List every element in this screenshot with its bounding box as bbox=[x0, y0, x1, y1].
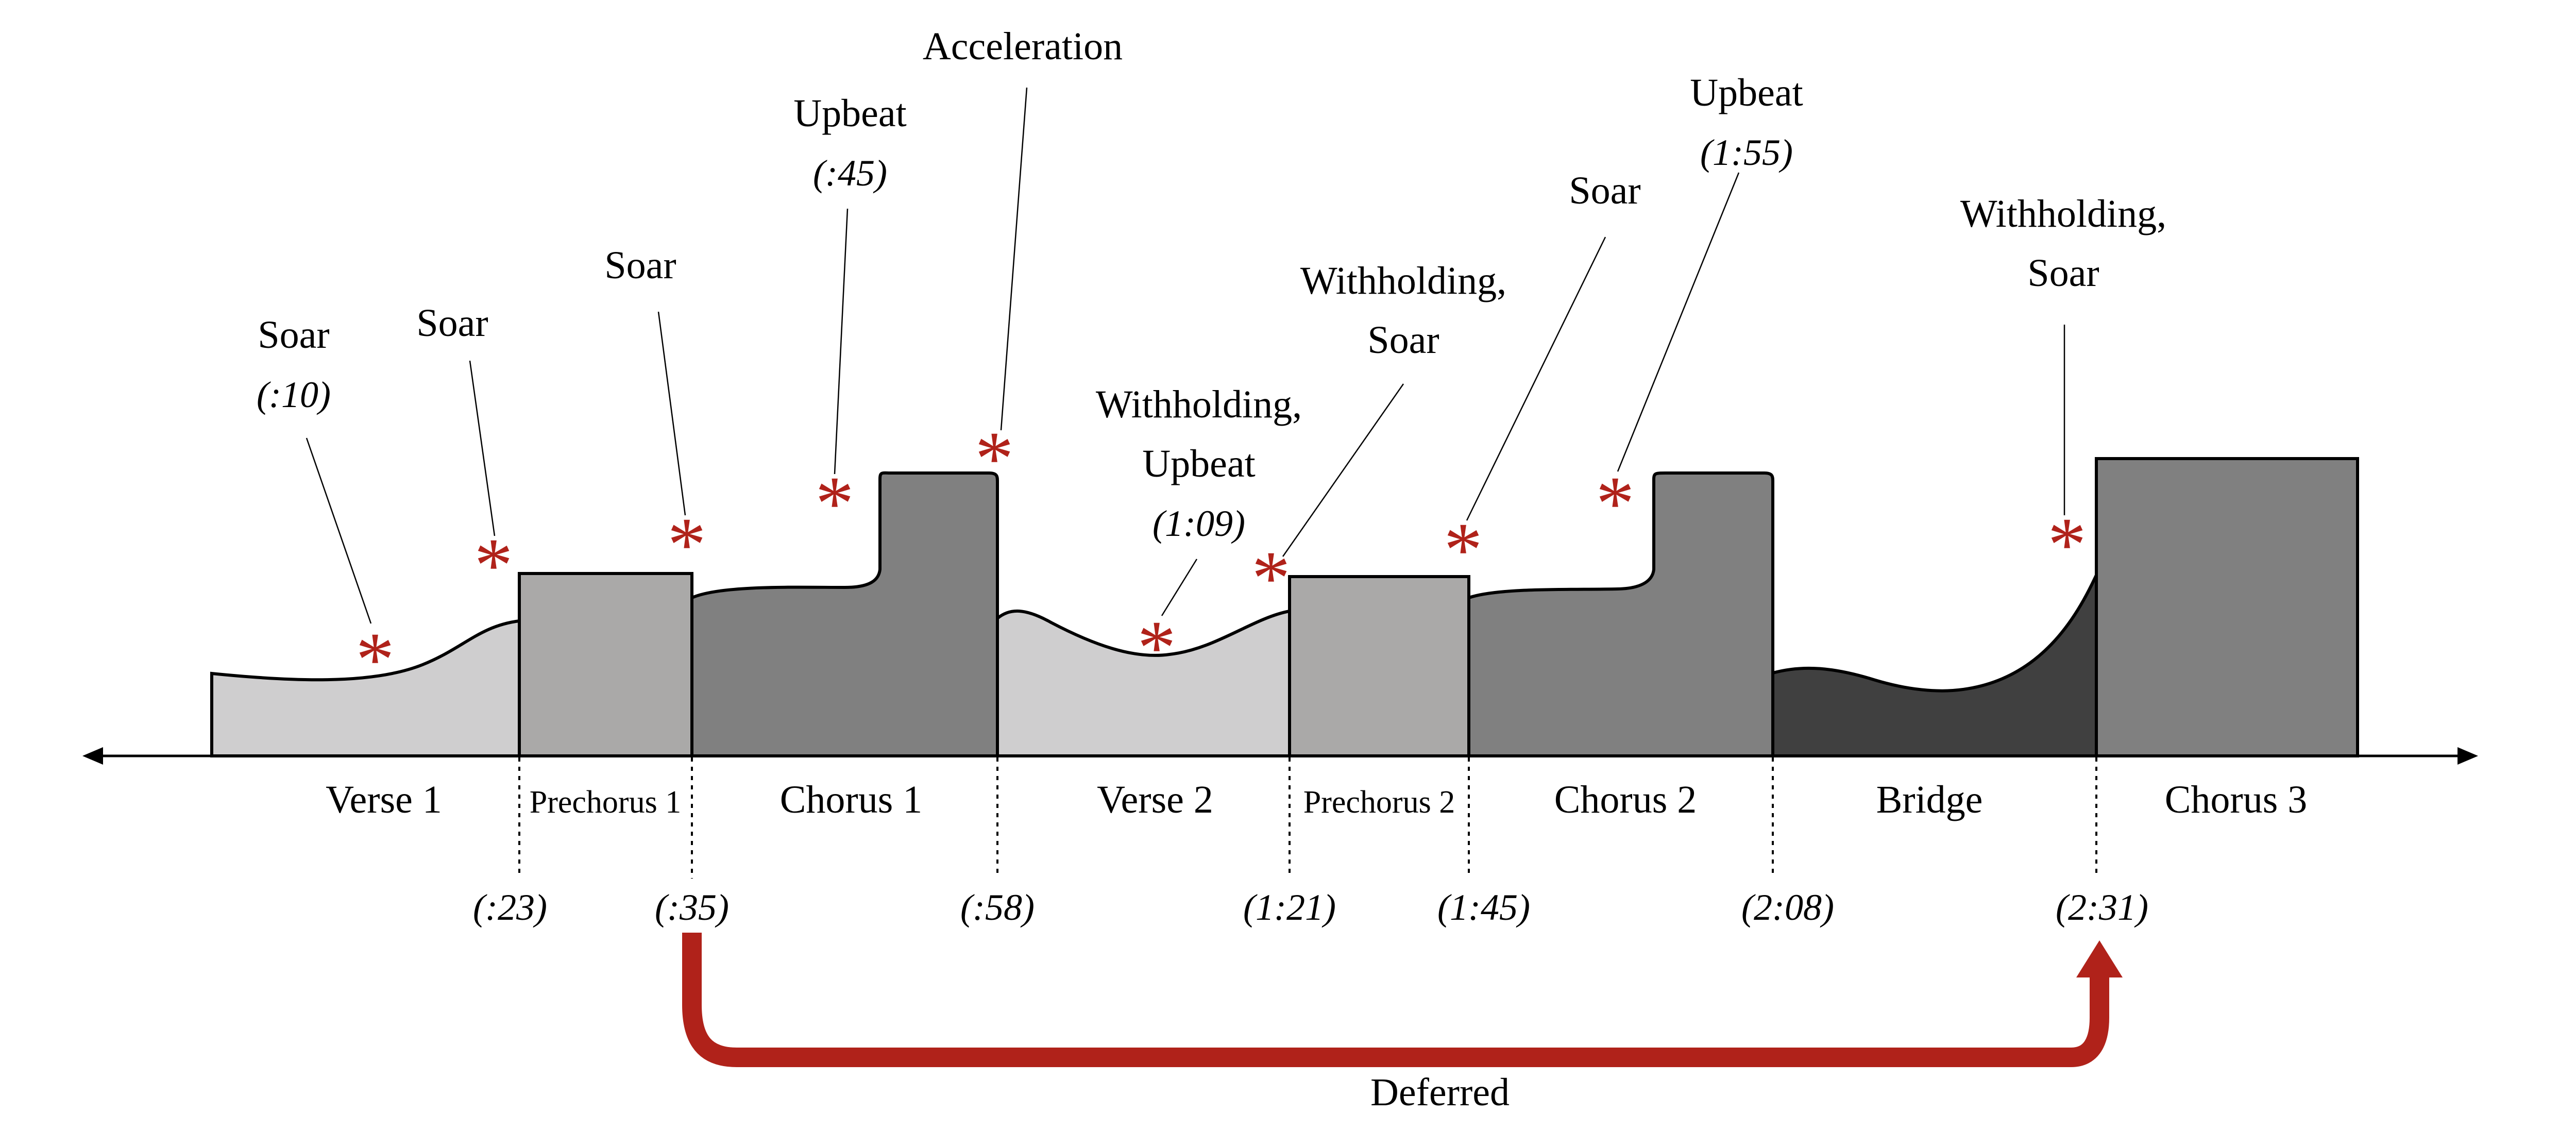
asterisk-icon: * bbox=[1252, 535, 1291, 621]
section-shapes bbox=[210, 457, 2359, 757]
annotation-label: Soar bbox=[604, 244, 676, 287]
annotation-withholding-soar-bridge: Withholding, Soar bbox=[1960, 192, 2166, 295]
event-markers: * * * * * * * * * * bbox=[356, 416, 2087, 702]
asterisk-icon: * bbox=[356, 617, 395, 702]
asterisk-icon: * bbox=[1596, 461, 1635, 546]
boundary-time: (:35) bbox=[655, 887, 729, 928]
asterisk-icon: * bbox=[1444, 507, 1483, 593]
leader-line bbox=[1466, 237, 1606, 521]
annotation-label: Upbeat bbox=[1690, 71, 1803, 114]
leader-line bbox=[306, 437, 372, 624]
section-label-prechorus-1: Prechorus 1 bbox=[530, 785, 681, 820]
section-label-chorus-3: Chorus 3 bbox=[2165, 778, 2308, 821]
deferred-arrow-path bbox=[682, 933, 2109, 1067]
axis-arrow-left-icon bbox=[82, 747, 103, 765]
annotation-label: Upbeat bbox=[1142, 442, 1255, 485]
deferred-label: Deferred bbox=[1370, 1071, 1510, 1114]
annotation-label: Withholding, bbox=[1300, 259, 1506, 302]
annotation-label: Soar bbox=[1367, 318, 1439, 362]
leader-line bbox=[1282, 383, 1404, 557]
section-label-chorus-1: Chorus 1 bbox=[780, 778, 923, 821]
section-label-chorus-2: Chorus 2 bbox=[1554, 778, 1697, 821]
section-shape-prechorus-1 bbox=[518, 572, 693, 757]
annotation-withholding-soar-chorus2: Withholding, Soar bbox=[1300, 259, 1506, 362]
section-shape-chorus-2 bbox=[1467, 471, 1774, 757]
section-dividers bbox=[518, 757, 2097, 879]
annotation-label: Withholding, bbox=[1960, 192, 2166, 235]
section-shape-chorus-1 bbox=[690, 471, 999, 757]
annotation-withholding-upbeat-109: Withholding, Upbeat (1:09) bbox=[1096, 383, 1302, 544]
asterisk-icon: * bbox=[2048, 502, 2087, 587]
annotation-label: Withholding, bbox=[1096, 383, 1302, 426]
axis-arrow-right-icon bbox=[2458, 747, 2478, 765]
section-shape-prechorus-2 bbox=[1288, 575, 1470, 757]
leader-line bbox=[1617, 172, 1740, 472]
annotation-time: (:45) bbox=[813, 153, 887, 194]
asterisk-icon: * bbox=[816, 461, 854, 546]
annotation-acceleration: Acceleration bbox=[923, 25, 1123, 68]
leader-line bbox=[657, 311, 686, 516]
section-label-verse-2: Verse 2 bbox=[1097, 778, 1213, 821]
annotation-label: Acceleration bbox=[923, 25, 1123, 68]
section-label-verse-1: Verse 1 bbox=[326, 778, 442, 821]
leader-line bbox=[1000, 87, 1028, 431]
boundary-time: (:58) bbox=[960, 887, 1035, 928]
leader-line bbox=[834, 208, 849, 475]
annotation-label: Soar bbox=[1569, 169, 1640, 212]
annotation-soar-chorus2: Soar bbox=[1569, 169, 1640, 212]
boundary-time: (1:45) bbox=[1437, 887, 1530, 928]
annotation-label: Soar bbox=[416, 301, 488, 345]
asterisk-icon: * bbox=[668, 502, 706, 587]
timeline-axis bbox=[82, 747, 2478, 765]
boundary-time: (:23) bbox=[473, 887, 547, 928]
annotation-labels: Soar (:10) Soar Soar Upbeat (:45) Accele… bbox=[257, 25, 2166, 544]
annotation-leaders bbox=[306, 87, 2065, 624]
section-shape-verse-1 bbox=[210, 619, 521, 757]
annotation-time: (1:09) bbox=[1153, 503, 1245, 544]
section-shape-chorus-3 bbox=[2095, 457, 2359, 757]
annotation-upbeat-45: Upbeat (:45) bbox=[793, 92, 906, 194]
annotation-label: Soar bbox=[258, 313, 329, 357]
deferred-arrow: Deferred bbox=[682, 933, 2123, 1114]
boundary-time: (1:21) bbox=[1243, 887, 1336, 928]
annotation-label: Upbeat bbox=[793, 92, 906, 135]
asterisk-icon: * bbox=[1138, 605, 1176, 690]
annotation-time: (1:55) bbox=[1700, 132, 1793, 173]
deferred-arrowhead-icon bbox=[2076, 940, 2123, 977]
leader-line bbox=[469, 360, 496, 536]
annotation-time: (:10) bbox=[257, 374, 331, 415]
annotation-upbeat-155: Upbeat (1:55) bbox=[1690, 71, 1803, 173]
annotation-soar-prechorus: Soar bbox=[604, 244, 676, 287]
annotation-soar-verse-end: Soar bbox=[416, 301, 488, 345]
annotation-soar-10: Soar (:10) bbox=[257, 313, 331, 415]
section-label-prechorus-2: Prechorus 2 bbox=[1303, 785, 1455, 820]
asterisk-icon: * bbox=[474, 522, 513, 608]
section-labels: Verse 1 Prechorus 1 Chorus 1 Verse 2 Pre… bbox=[326, 778, 2307, 821]
section-shape-verse-2 bbox=[996, 609, 1291, 757]
asterisk-icon: * bbox=[975, 416, 1014, 501]
section-label-bridge: Bridge bbox=[1876, 778, 1983, 821]
annotation-label: Soar bbox=[2027, 251, 2099, 295]
boundary-time: (2:31) bbox=[2056, 887, 2148, 928]
leader-line bbox=[1161, 559, 1198, 616]
section-shape-bridge bbox=[1771, 574, 2098, 757]
boundary-time: (2:08) bbox=[1741, 887, 1834, 928]
boundary-times: (:23) (:35) (:58) (1:21) (1:45) (2:08) (… bbox=[473, 887, 2148, 928]
